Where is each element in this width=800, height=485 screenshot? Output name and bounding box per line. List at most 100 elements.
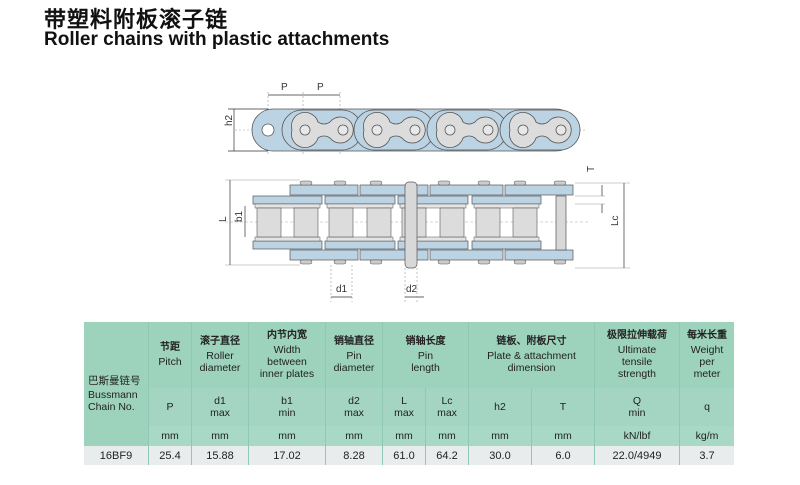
pitch-label-2: P [317,82,324,93]
value-weight: 3.7 [679,446,734,465]
chain-top-view: P P h2 [224,82,585,155]
bushing-flange [254,203,321,209]
pin-hole [444,124,456,136]
bushing-flange [473,236,540,242]
pin-hole [517,124,529,136]
chain-diagram: P P h2 [218,82,630,302]
roller [512,207,538,238]
pin-hole [482,124,494,136]
end-pin [555,195,567,251]
pin-head [333,259,347,265]
inner-plate-bottom [252,240,323,250]
pin-head [369,259,383,265]
unit-cell: kN/lbf [594,426,680,446]
roller [475,207,501,238]
unit-cell: mm [531,426,595,446]
symbol-q-lower: q [679,388,734,426]
pin-head [477,259,491,265]
symbol-p: P [148,388,192,426]
value-pin-length: 61.0 [382,446,426,465]
symbol-h2: h2 [468,388,532,426]
inner-width-label-b1: b1 [234,210,245,222]
connecting-length-label-Lc: Lc [610,215,621,226]
pin-diameter-label-d2: d2 [406,284,418,295]
roller [256,207,282,238]
height-label-h2: h2 [224,114,235,126]
inner-plate-top [252,195,323,205]
pin-head [553,259,567,265]
value-pitch: 25.4 [148,446,192,465]
unit-cell: mm [468,426,532,446]
bushing-flange [399,203,467,209]
inner-plate-bottom [324,240,396,250]
bushing-flange [326,203,394,209]
value-plate-height: 30.0 [468,446,532,465]
bushing-flange [473,203,540,209]
value-inner-width: 17.02 [248,446,326,465]
roller [366,207,392,238]
value-connecting-length: 64.2 [425,446,469,465]
table-header-units: mm mm mm mm mm mm mm mm kN/lbf kg/m [84,426,734,446]
roller-diameter-label-d1: d1 [336,284,348,295]
pin-head [333,180,347,186]
page-title-chinese: 带塑料附板滚子链 [44,8,229,33]
pin-head [299,259,313,265]
roller [328,207,354,238]
unit-cell: mm [248,426,326,446]
outer-plate-top [359,184,429,196]
value-pin-diameter: 8.28 [325,446,383,465]
inner-plate-bottom [471,240,542,250]
thickness-label-T: T [586,166,597,172]
inner-plate [509,112,572,148]
connecting-pin [404,181,418,269]
outer-plate-bottom [429,249,504,261]
pin-head [513,259,527,265]
pin-hole [555,124,567,136]
pin-hole [371,124,383,136]
pin-head [437,180,451,186]
unit-cell: mm [325,426,383,446]
roller [439,207,465,238]
unit-cell: kg/m [679,426,734,446]
pin-length-label-L: L [218,216,229,222]
outer-plate-top [429,184,504,196]
pin-head [369,180,383,186]
unit-cell: mm [148,426,192,446]
outer-plate-bottom [289,249,359,261]
outer-plate-bottom [504,249,574,261]
value-tensile-strength: 22.0/4949 [594,446,680,465]
value-thickness: 6.0 [531,446,595,465]
unit-cell: mm [382,426,426,446]
pin-head [477,180,491,186]
bushing-flange [326,236,394,242]
inner-plate-top [324,195,396,205]
pin-head [437,259,451,265]
unit-cell: mm [191,426,249,446]
inner-plate [436,112,499,148]
bushing-flange [254,236,321,242]
pin-head [553,180,567,186]
outer-plate-bottom [359,249,429,261]
outer-plate-top [289,184,359,196]
pin-hole [409,124,421,136]
inner-plate [363,112,426,148]
bushing-flange [399,236,467,242]
pitch-label-1: P [281,82,288,93]
inner-plate [291,112,354,148]
symbol-t: T [531,388,595,426]
